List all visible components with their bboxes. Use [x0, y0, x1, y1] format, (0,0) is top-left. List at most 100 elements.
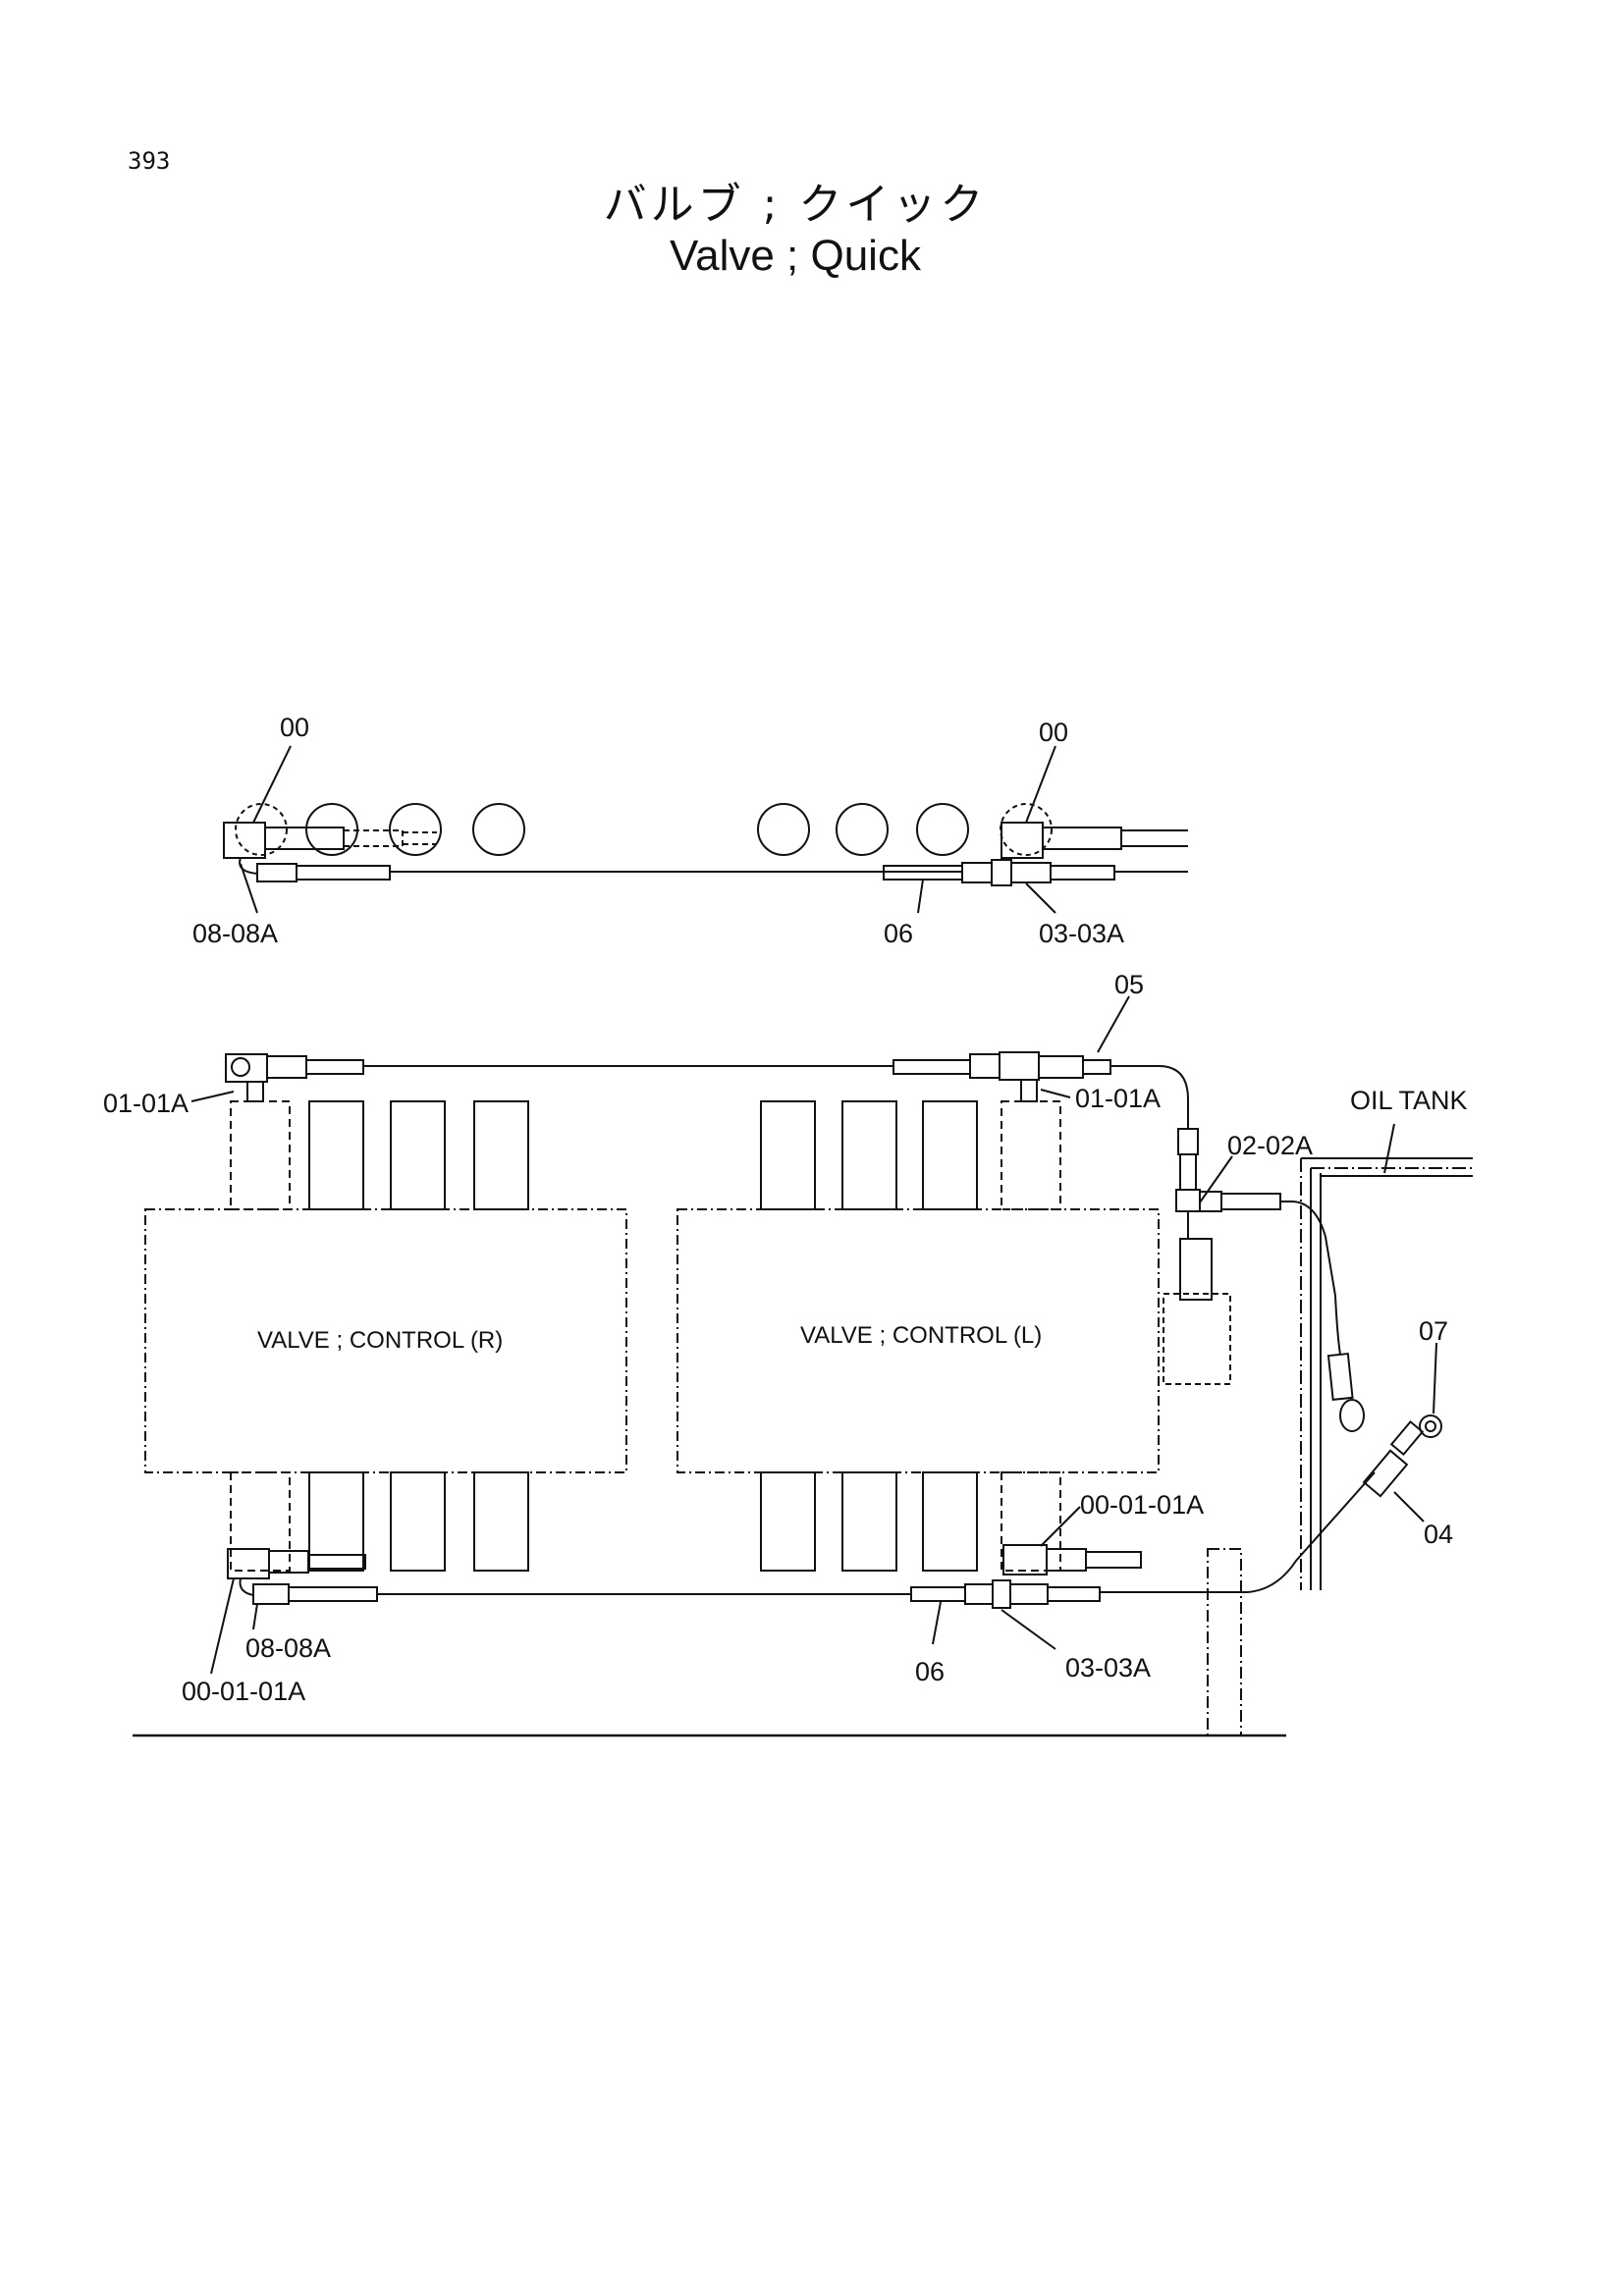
front-lower-left-hose — [288, 1586, 378, 1602]
top-right-fitting — [1042, 827, 1122, 850]
top-view: 00 00 08-08A 06 03-03A — [192, 713, 1188, 948]
fitting-02-upper — [1177, 1128, 1199, 1155]
front-upper-left-hose-end — [305, 1059, 364, 1075]
leader-00-01-01a-left — [210, 1577, 235, 1675]
front-lower-hose-06 — [910, 1586, 966, 1602]
top-left-hose-end — [343, 829, 404, 847]
spool-housing — [1001, 1100, 1061, 1210]
front-lower-right-hose-end — [1085, 1551, 1142, 1569]
top-right-valve — [1050, 865, 1115, 881]
page-title-english: Valve ; Quick — [670, 232, 921, 280]
spool-housing — [473, 1100, 529, 1210]
top-right-adapter — [1010, 862, 1052, 883]
leader-oil-tank — [1383, 1123, 1395, 1174]
valve-control-r-label: VALVE ; CONTROL (R) — [257, 1327, 503, 1354]
top-spool-circle — [305, 803, 358, 856]
fitting-02-hose-end — [1220, 1193, 1281, 1210]
spool-housing — [473, 1471, 529, 1572]
spool-housing — [760, 1471, 816, 1572]
support-bracket — [1207, 1548, 1242, 1736]
fitting-02-nut — [1199, 1191, 1222, 1212]
top-spool-circle — [916, 803, 969, 856]
front-upper-right-port — [1020, 1079, 1038, 1102]
leader-top-06 — [917, 879, 924, 914]
top-spool-circle — [472, 803, 525, 856]
top-left-fitting — [264, 827, 345, 850]
leader-04 — [1393, 1491, 1425, 1522]
leader-02-02a — [1199, 1155, 1233, 1203]
leader-top-00-right — [1025, 745, 1056, 824]
hose-05-line — [1110, 1065, 1189, 1129]
hose-04-nut — [1389, 1419, 1425, 1457]
top-spool-circle — [836, 803, 889, 856]
callout-top-08-08a: 08-08A — [192, 919, 278, 948]
leader-top-00-left — [252, 745, 292, 824]
callout-top-06: 06 — [884, 919, 913, 948]
callout-00-01-01a-right: 00-01-01A — [1080, 1490, 1204, 1520]
front-upper-right-fitting — [1038, 1055, 1084, 1079]
top-spool-circle — [235, 803, 288, 856]
hose-04-line — [1100, 1471, 1376, 1593]
callout-top-03-03a: 03-03A — [1039, 919, 1124, 948]
leader-08-08a-bottom — [252, 1603, 258, 1630]
front-lower-valve — [1047, 1586, 1101, 1602]
callout-03-03a-bottom: 03-03A — [1065, 1653, 1151, 1682]
spool-housing — [390, 1471, 446, 1572]
leader-01-01a-right — [1040, 1089, 1071, 1098]
spool-housing — [230, 1100, 291, 1210]
callout-01-01a-left: 01-01A — [103, 1089, 189, 1118]
spool-housing — [760, 1100, 816, 1210]
oil-tank-label: OIL TANK — [1350, 1086, 1468, 1115]
spool-housing — [1001, 1471, 1061, 1572]
front-upper-right-body — [999, 1051, 1040, 1081]
front-lower-left-hose-end — [307, 1554, 366, 1570]
front-lower-nut — [964, 1583, 994, 1605]
top-spool-circle — [389, 803, 442, 856]
front-lower-adapter — [1009, 1583, 1049, 1605]
callout-00-01-01a-left: 00-01-01A — [182, 1677, 305, 1706]
page-title-japanese: バルブ ; クイック — [603, 180, 988, 230]
valve-control-r-body — [144, 1208, 627, 1473]
top-left-elbow — [223, 822, 266, 859]
leader-07 — [1433, 1342, 1437, 1415]
front-upper-right-hose-05 — [1082, 1059, 1111, 1075]
spool-housing — [308, 1471, 364, 1572]
front-upper-left-nut — [266, 1055, 307, 1079]
front-lower-left-elbow-line — [239, 1577, 254, 1596]
spool-housing — [841, 1100, 897, 1210]
front-upper-left-port — [246, 1081, 264, 1102]
front-lower-right-nut — [1046, 1548, 1087, 1572]
tank-return-cap — [1339, 1399, 1365, 1432]
callout-07: 07 — [1419, 1316, 1448, 1346]
front-upper-right-hose — [893, 1059, 971, 1075]
top-spool-circle — [1000, 803, 1053, 856]
spool-housing — [922, 1471, 978, 1572]
valve-control-l-label: VALVE ; CONTROL (L) — [800, 1322, 1042, 1349]
leader-01-01a-left — [190, 1091, 235, 1102]
page-number: 393 — [128, 147, 171, 175]
callout-05: 05 — [1114, 970, 1144, 999]
leader-00-01-01a-right — [1040, 1506, 1081, 1547]
callout-01-01a-right: 01-01A — [1075, 1084, 1161, 1113]
valve-control-l-body — [676, 1208, 1160, 1473]
spool-housing — [390, 1100, 446, 1210]
callout-top-00-right: 00 — [1039, 718, 1068, 747]
front-lower-left-elbow — [227, 1548, 270, 1579]
callout-06-bottom: 06 — [915, 1657, 945, 1686]
fitting-02-body — [1179, 1153, 1197, 1191]
front-upper-right-nut — [969, 1053, 1001, 1079]
spool-housing — [922, 1100, 978, 1210]
tank-return-line — [1280, 1201, 1341, 1356]
fitting-07-bolt — [1425, 1420, 1436, 1432]
spool-housing — [308, 1100, 364, 1210]
leader-top-08-08a — [240, 863, 258, 914]
hose-04-fitting — [1362, 1449, 1409, 1498]
top-right-tee — [991, 859, 1012, 886]
front-view: VALVE ; CONTROL (R) VALVE ; CONTROL (L) — [103, 970, 1473, 1737]
top-left-nut — [256, 863, 298, 882]
spool-housing — [841, 1471, 897, 1572]
tank-return-fitting — [1326, 1352, 1354, 1402]
leader-03-03a-bottom — [1001, 1609, 1056, 1650]
top-left-hose — [296, 865, 391, 881]
